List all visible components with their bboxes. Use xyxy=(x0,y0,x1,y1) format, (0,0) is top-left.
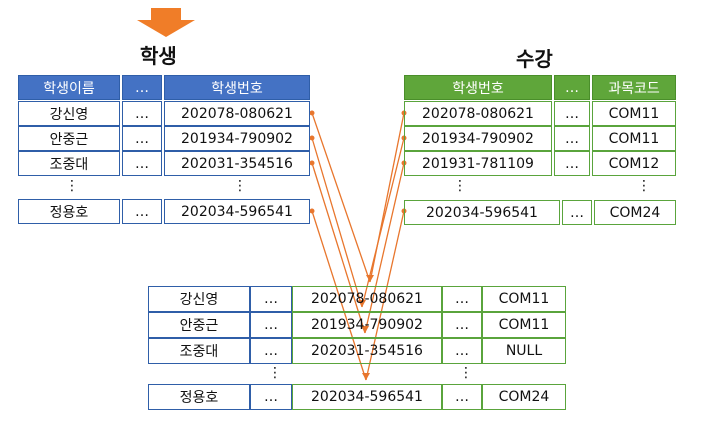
enroll-header-course: 과목코드 xyxy=(592,75,676,100)
result-vertical-ellipsis: ⋮ xyxy=(268,365,282,381)
result-course: COM11 xyxy=(482,312,566,338)
join-connector-line xyxy=(364,162,405,334)
enroll-ellipsis: … xyxy=(562,200,592,225)
connector-dot xyxy=(309,160,315,166)
join-connector-line xyxy=(311,162,366,334)
arrowhead-icon xyxy=(358,300,366,307)
student-vertical-ellipsis: ⋮ xyxy=(65,178,79,194)
result-id: 201934-790902 xyxy=(292,312,442,338)
join-connector-line xyxy=(361,137,405,308)
student-id: 202034-596541 xyxy=(164,199,310,224)
student-header-name: 학생이름 xyxy=(18,75,120,100)
arrowhead-icon xyxy=(361,326,369,333)
student-name: 조중대 xyxy=(18,151,120,176)
connector-dot xyxy=(309,110,315,116)
student-header-id: 학생번호 xyxy=(164,75,310,100)
result-ellipsis: … xyxy=(442,286,482,312)
result-name: 조중대 xyxy=(148,338,250,364)
connector-dot xyxy=(309,135,315,141)
enroll-course: COM11 xyxy=(592,101,676,126)
result-ellipsis: … xyxy=(250,312,292,338)
student-ellipsis: … xyxy=(122,126,162,151)
student-ellipsis: … xyxy=(122,151,162,176)
join-connector-line xyxy=(311,210,367,381)
result-ellipsis: … xyxy=(250,384,292,410)
enroll-header-ellipsis: … xyxy=(554,75,590,100)
student-name: 안중근 xyxy=(18,126,120,151)
result-ellipsis: … xyxy=(442,338,482,364)
result-ellipsis: … xyxy=(250,338,292,364)
result-name: 안중근 xyxy=(148,312,250,338)
enroll-id: 201934-790902 xyxy=(404,126,552,151)
student-id: 202031-354516 xyxy=(164,151,310,176)
down-arrow-icon xyxy=(137,8,195,37)
enroll-ellipsis: … xyxy=(554,101,590,126)
result-ellipsis: … xyxy=(442,312,482,338)
enroll-table-title: 수강 xyxy=(516,47,553,71)
result-name: 강신영 xyxy=(148,286,250,312)
result-course: COM11 xyxy=(482,286,566,312)
result-ellipsis: … xyxy=(442,384,482,410)
result-ellipsis: … xyxy=(250,286,292,312)
result-id: 202031-354516 xyxy=(292,338,442,364)
join-connector-line xyxy=(311,137,363,308)
result-course: NULL xyxy=(482,338,566,364)
student-ellipsis: … xyxy=(122,101,162,126)
result-course: COM24 xyxy=(482,384,566,410)
enroll-ellipsis: … xyxy=(554,151,590,176)
enroll-course: COM12 xyxy=(592,151,676,176)
student-header-ellipsis: … xyxy=(122,75,162,100)
connector-dot xyxy=(309,208,315,214)
student-vertical-ellipsis: ⋮ xyxy=(233,178,247,194)
student-table-title: 학생 xyxy=(140,44,177,68)
student-name: 강신영 xyxy=(18,101,120,126)
student-name: 정용호 xyxy=(18,199,120,224)
enroll-course: COM11 xyxy=(592,126,676,151)
enroll-id: 202034-596541 xyxy=(404,200,560,225)
result-id: 202034-596541 xyxy=(292,384,442,410)
result-name: 정용호 xyxy=(148,384,250,410)
enroll-vertical-ellipsis: ⋮ xyxy=(453,178,467,194)
arrowhead-icon xyxy=(362,373,370,380)
join-connector-line xyxy=(311,112,371,283)
enroll-vertical-ellipsis: ⋮ xyxy=(637,178,651,194)
join-connector-line xyxy=(365,210,405,381)
result-id: 202078-080621 xyxy=(292,286,442,312)
enroll-id: 201931-781109 xyxy=(404,151,552,176)
enroll-header-id: 학생번호 xyxy=(404,75,552,100)
student-id: 201934-790902 xyxy=(164,126,310,151)
student-ellipsis: … xyxy=(122,199,162,224)
arrowhead-icon xyxy=(366,275,374,282)
student-id: 202078-080621 xyxy=(164,101,310,126)
result-vertical-ellipsis: ⋮ xyxy=(459,365,473,381)
enroll-id: 202078-080621 xyxy=(404,101,552,126)
enroll-ellipsis: … xyxy=(554,126,590,151)
enroll-course: COM24 xyxy=(594,200,676,225)
